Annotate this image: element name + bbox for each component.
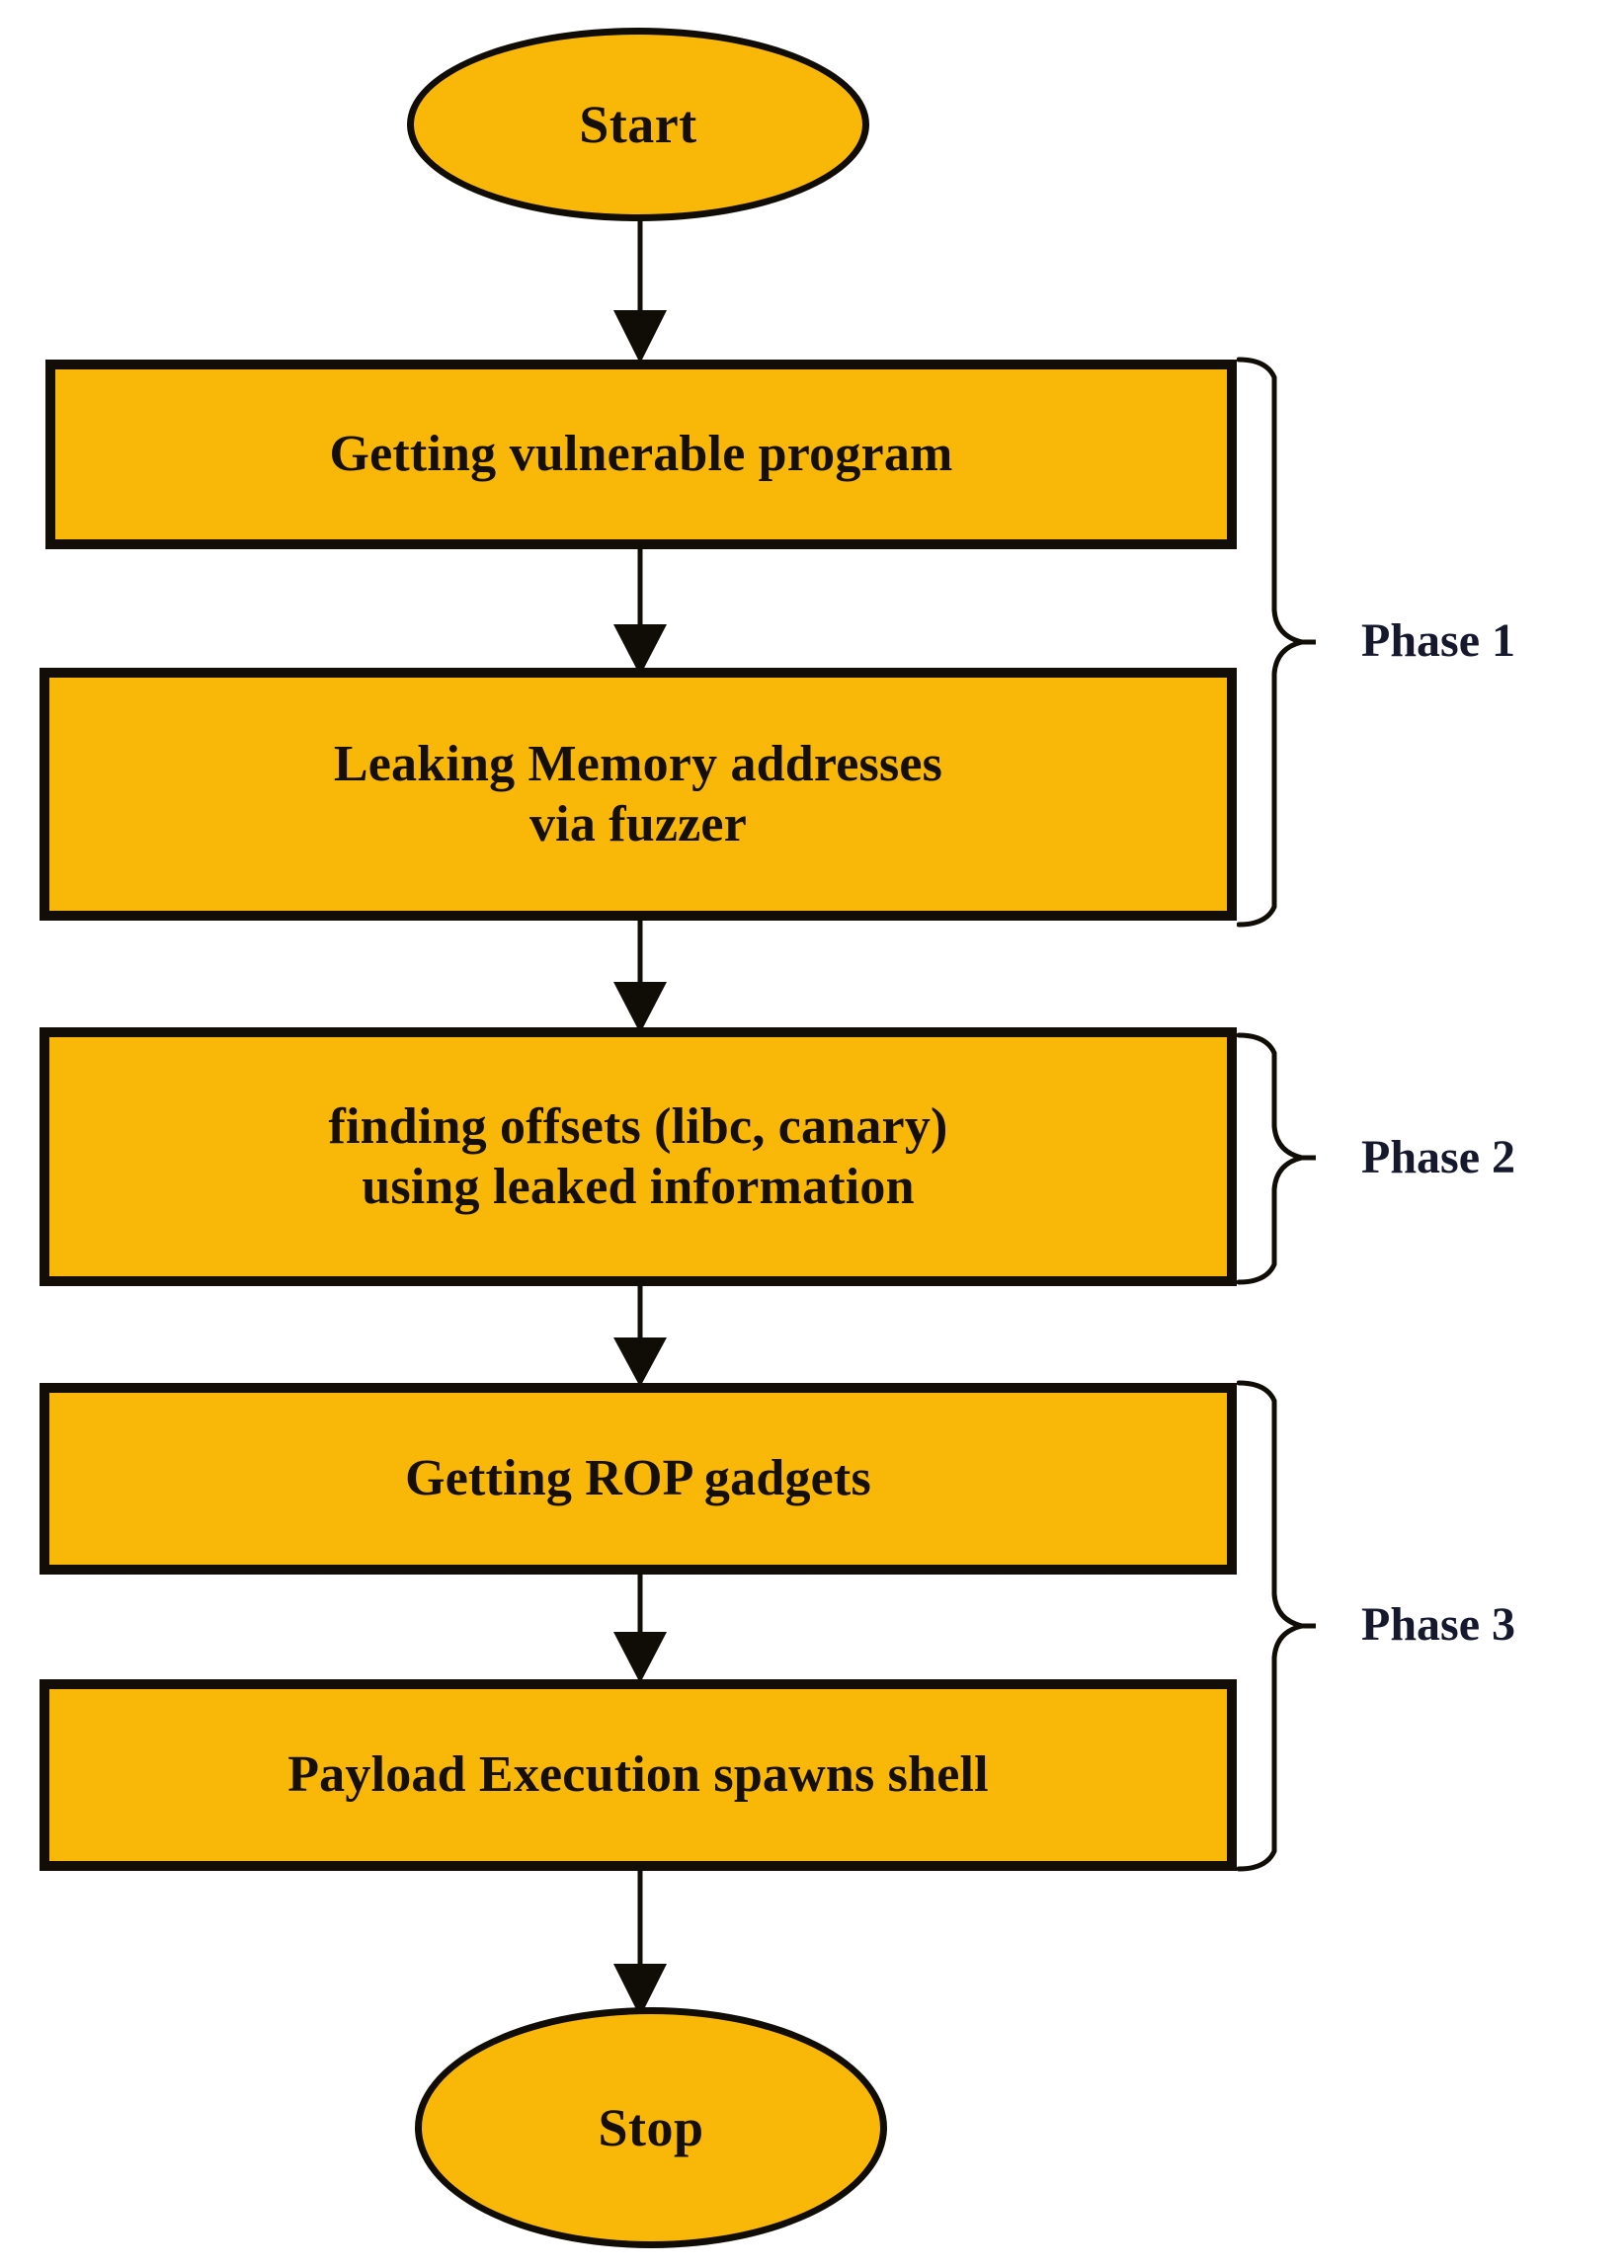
process-step-4[interactable]: Getting ROP gadgets bbox=[40, 1383, 1237, 1575]
process-step-2-label: Leaking Memory addresses via fuzzer bbox=[316, 734, 960, 855]
process-step-4-label: Getting ROP gadgets bbox=[405, 1450, 871, 1507]
phase-1-label: Phase 1 bbox=[1361, 614, 1515, 667]
process-step-2[interactable]: Leaking Memory addresses via fuzzer bbox=[40, 668, 1237, 921]
process-step-3-line-1: finding offsets (libc, canary) bbox=[328, 1097, 948, 1155]
process-step-2-line-2: via fuzzer bbox=[528, 796, 747, 852]
phase-2-label: Phase 2 bbox=[1361, 1131, 1515, 1183]
process-step-1-label: Getting vulnerable program bbox=[329, 426, 953, 483]
connector-step-5-to-stop bbox=[613, 1869, 667, 2017]
phase-3-bracket bbox=[1237, 1380, 1316, 1872]
process-step-3-line-2: using leaked information bbox=[362, 1159, 915, 1215]
start-node-label: Start bbox=[579, 95, 697, 154]
process-step-5[interactable]: Payload Execution spawns shell bbox=[40, 1679, 1237, 1871]
connector-step-1-to-step-2 bbox=[613, 545, 667, 676]
start-node[interactable]: Start bbox=[407, 28, 869, 221]
process-step-3-label: finding offsets (libc, canary) using lea… bbox=[310, 1096, 965, 1218]
stop-node-label: Stop bbox=[598, 2098, 704, 2157]
connector-step-2-to-step-3 bbox=[613, 919, 667, 1033]
phase-2-bracket bbox=[1237, 1032, 1316, 1285]
connector-step-3-to-step-4 bbox=[613, 1284, 667, 1387]
connector-start-to-step-1 bbox=[613, 215, 667, 364]
process-step-5-label: Payload Execution spawns shell bbox=[287, 1746, 989, 1804]
phase-3-label: Phase 3 bbox=[1361, 1598, 1515, 1651]
connector-step-4-to-step-5 bbox=[613, 1573, 667, 1683]
phase-1-bracket bbox=[1237, 357, 1316, 928]
process-step-2-line-1: Leaking Memory addresses bbox=[333, 735, 943, 792]
process-step-1[interactable]: Getting vulnerable program bbox=[45, 360, 1237, 549]
process-step-3[interactable]: finding offsets (libc, canary) using lea… bbox=[40, 1027, 1237, 1286]
stop-node[interactable]: Stop bbox=[415, 2007, 887, 2248]
